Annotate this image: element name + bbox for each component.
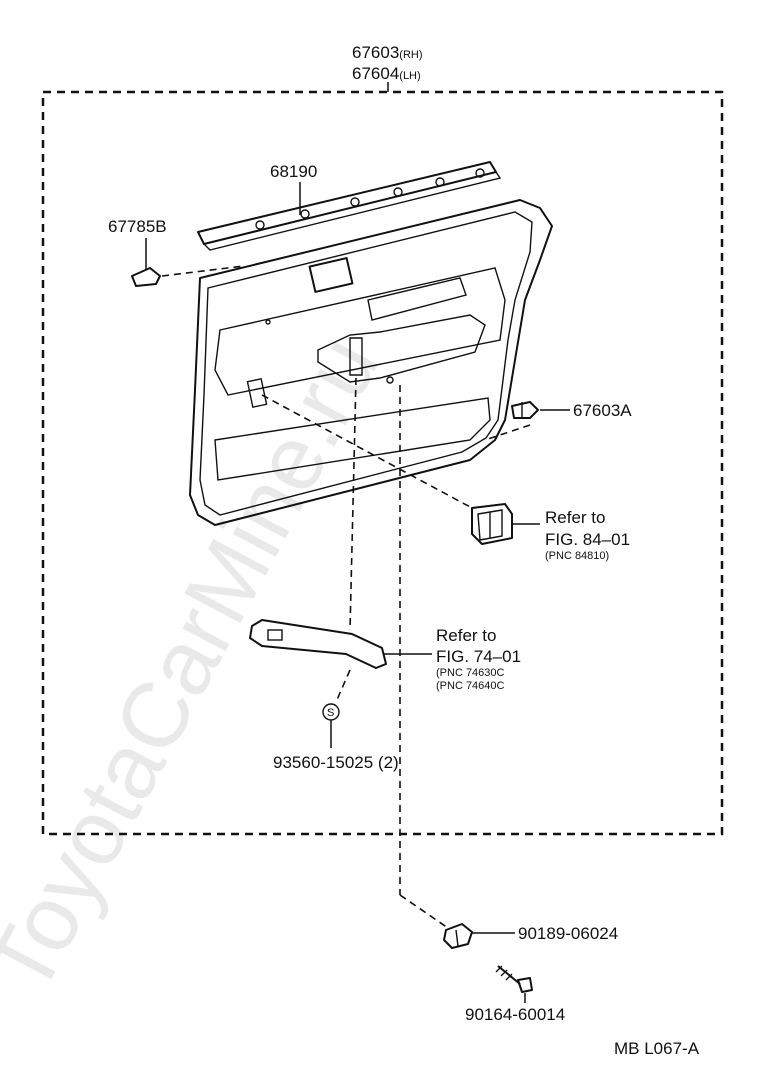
clip-part [131, 267, 161, 287]
weatherstrip-part [197, 161, 502, 251]
armrest-ref-line4: (PNC 74640C [436, 680, 505, 692]
clip-label: 67785B [108, 217, 167, 236]
svg-text:67603(RH): 67603(RH) [352, 43, 423, 62]
svg-text:67604(LH): 67604(LH) [352, 64, 421, 83]
standard-part-letter: S [327, 707, 334, 719]
switch-ref-line1: Refer to [545, 508, 605, 527]
watermark: ToyotaCarMine.ru [0, 320, 399, 1009]
switch-reference: Refer to FIG. 84–01 (PNC 84810) [545, 508, 630, 562]
switch-ref-line3: (PNC 84810) [545, 550, 609, 562]
armrest-reference: Refer to FIG. 74–01 (PNC 74630C (PNC 746… [436, 626, 521, 692]
armrest-part [249, 619, 387, 669]
assembly-suffix-rh: (RH) [399, 49, 422, 61]
assembly-part-rh: 67603 [352, 43, 399, 62]
nut-part [443, 923, 473, 949]
armrest-ref-line2: FIG. 74–01 [436, 647, 521, 666]
fastener-part [511, 401, 539, 419]
switch-ref-line2: FIG. 84–01 [545, 530, 630, 549]
screw-label: 90164-60014 [465, 1005, 565, 1024]
assembly-suffix-lh: (LH) [399, 70, 420, 82]
window-switch-part [471, 503, 513, 545]
armrest-ref-line1: Refer to [436, 626, 496, 645]
screw-part [495, 965, 533, 993]
bolt-cover-label: 93560-15025 (2) [273, 753, 399, 772]
assembly-label: 67603(RH) 67604(LH) [352, 43, 423, 92]
fastener-label: 67603A [573, 401, 632, 420]
nut-label: 90189-06024 [518, 924, 618, 943]
weatherstrip-label: 68190 [270, 162, 317, 181]
assembly-boundary [41, 90, 724, 836]
assembly-part-lh: 67604 [352, 64, 399, 83]
diagram-code: MB L067-A [614, 1039, 700, 1058]
armrest-ref-line3: (PNC 74630C [436, 667, 505, 679]
door-trim-panel [189, 199, 553, 526]
